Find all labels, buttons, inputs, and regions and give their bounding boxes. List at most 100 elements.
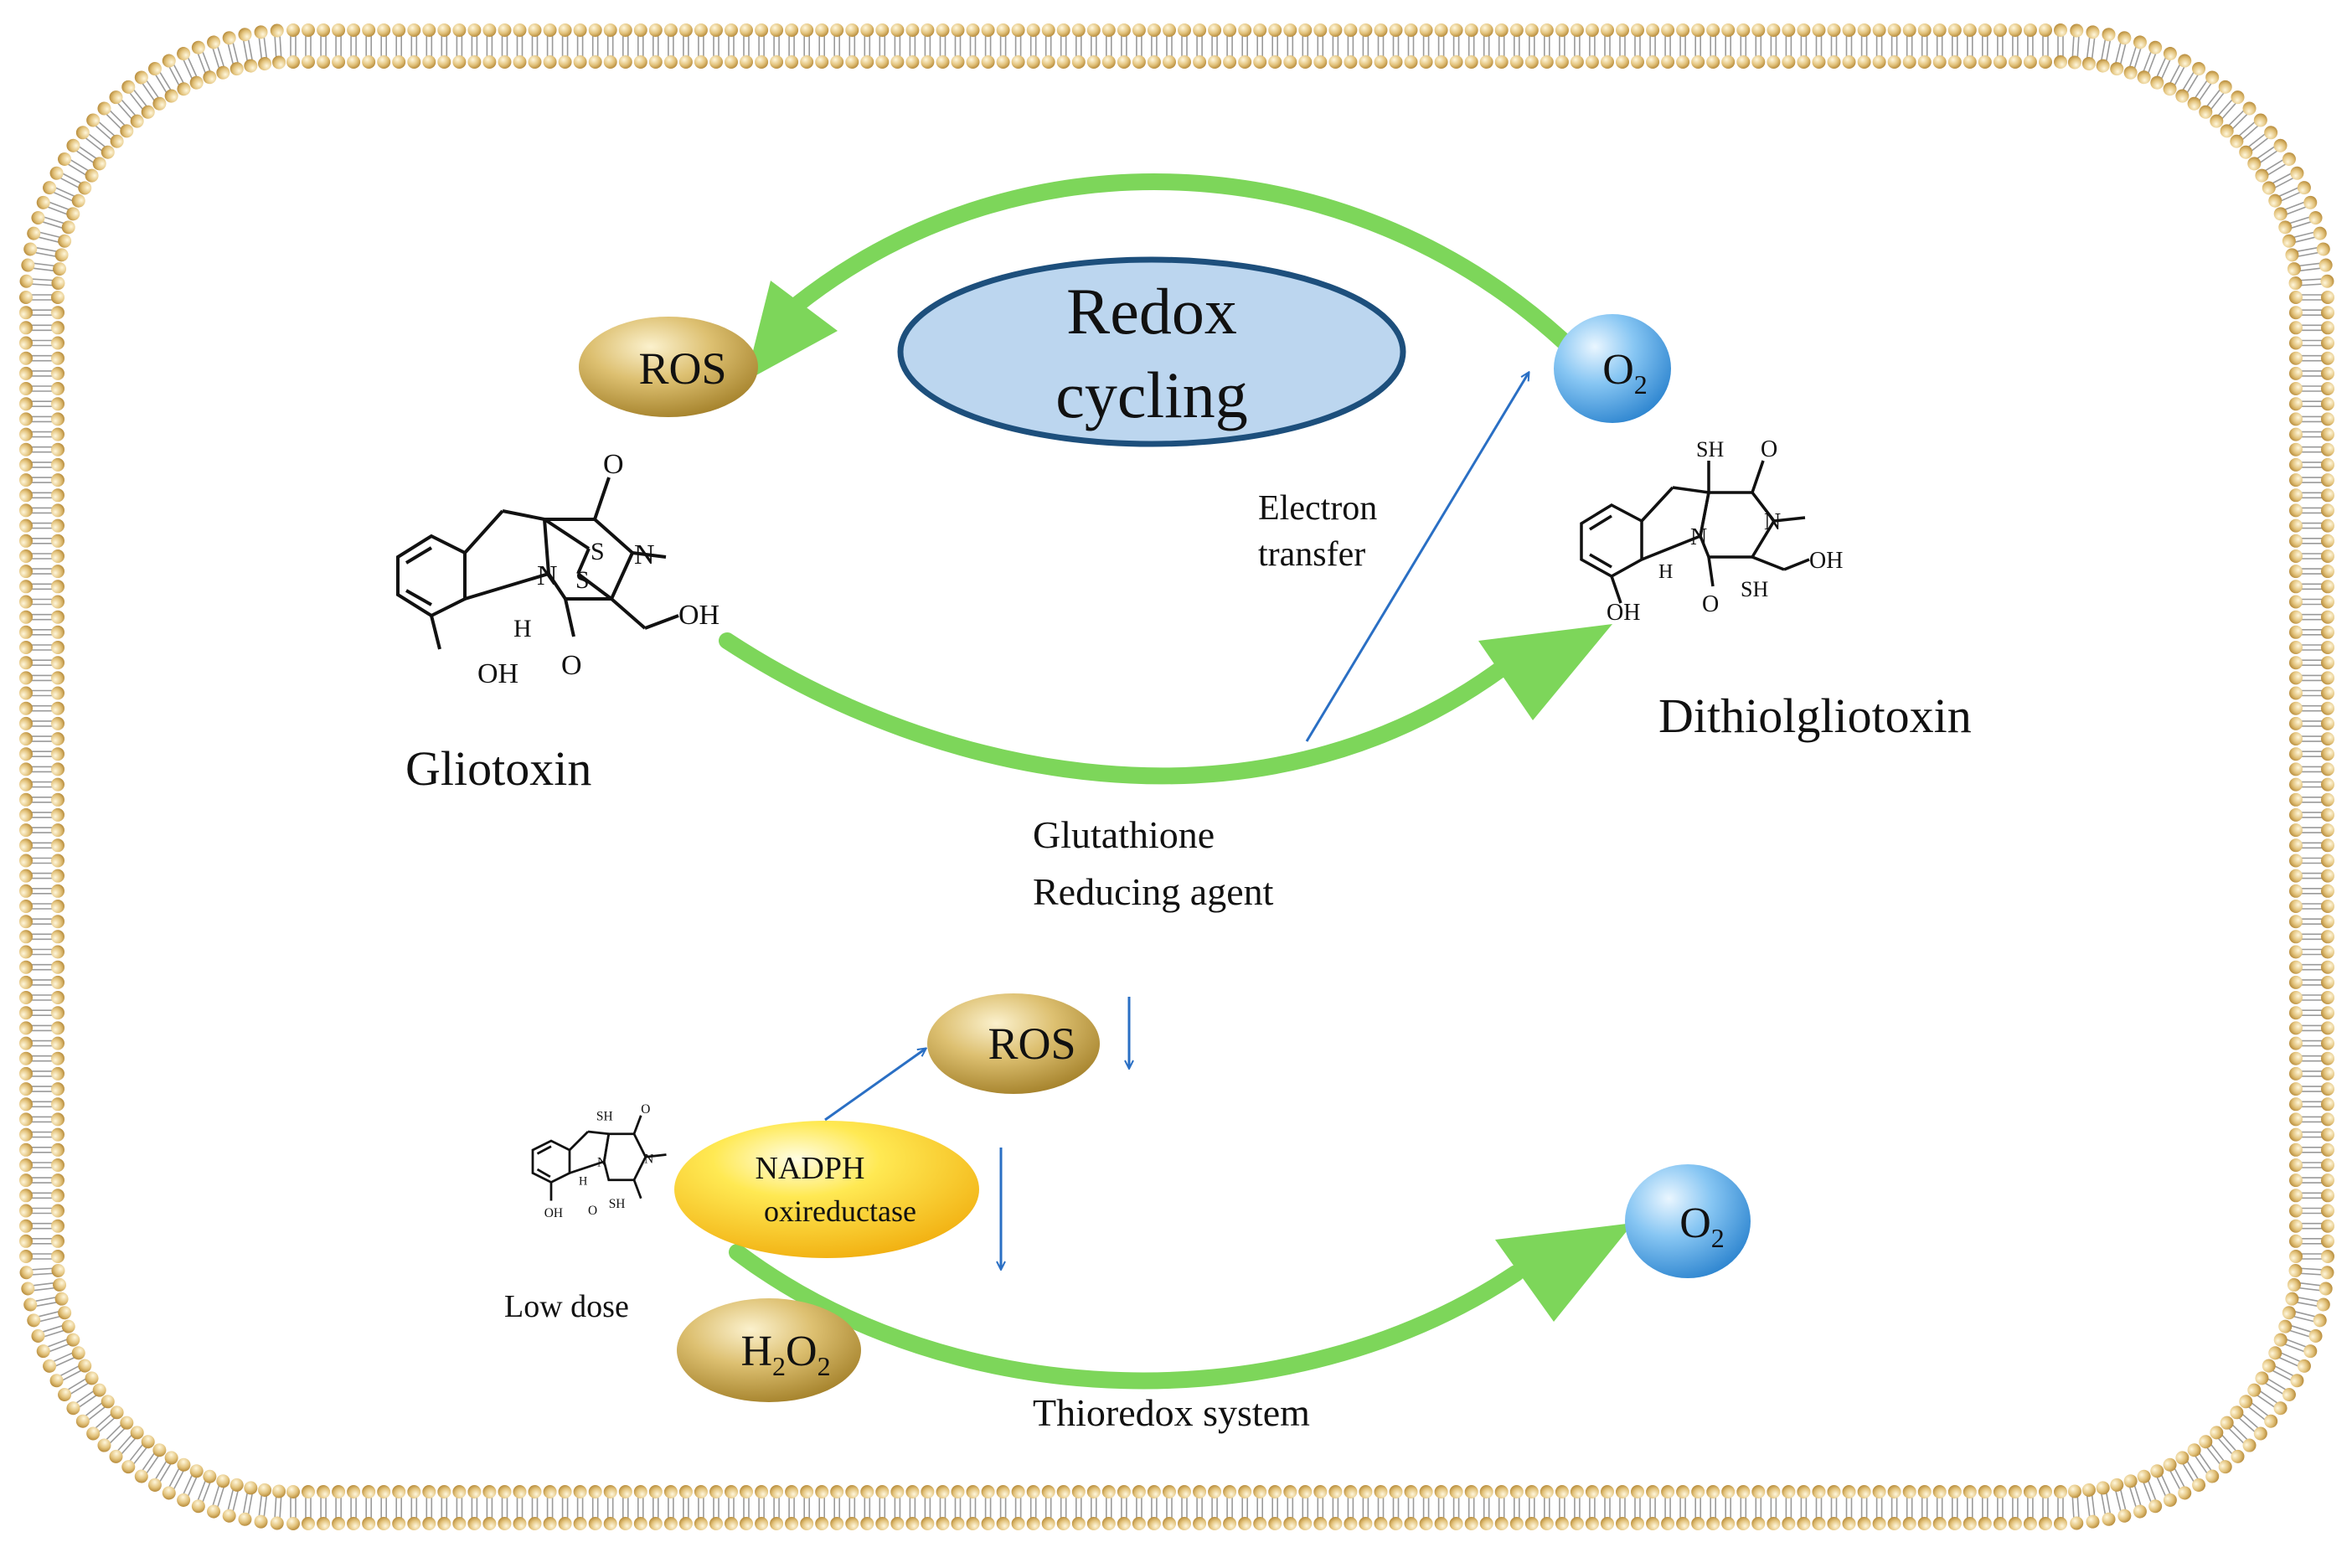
svg-text:SH: SH bbox=[1696, 437, 1724, 462]
svg-text:OH: OH bbox=[1607, 600, 1640, 626]
lipid-molecule bbox=[18, 549, 65, 564]
nadph-to-ros-arrow bbox=[824, 1049, 926, 1122]
lipid-molecule bbox=[678, 23, 694, 70]
lipid-molecule bbox=[2288, 320, 2335, 336]
lipid-molecule bbox=[920, 1484, 936, 1531]
lipid-molecule bbox=[18, 1188, 65, 1204]
lipid-molecule bbox=[632, 23, 648, 70]
lipid-molecule bbox=[1570, 1484, 1585, 1531]
lipid-molecule bbox=[1720, 1484, 1736, 1531]
lipid-molecule bbox=[1856, 23, 1872, 70]
lipid-molecule bbox=[1916, 23, 1932, 70]
dithiolgliotoxin-label: Dithiolgliotoxin bbox=[1658, 689, 1972, 743]
svg-text:OH: OH bbox=[544, 1206, 563, 1220]
lipid-molecule bbox=[512, 1484, 528, 1531]
lipid-molecule bbox=[1841, 1484, 1857, 1531]
lipid-molecule bbox=[18, 716, 65, 731]
lipid-molecule bbox=[1252, 1484, 1267, 1531]
lipid-molecule bbox=[1826, 1484, 1842, 1531]
lipid-molecule bbox=[572, 1484, 588, 1531]
lipid-molecule bbox=[2288, 594, 2335, 610]
lipid-molecule bbox=[2288, 655, 2335, 671]
svg-text:N: N bbox=[644, 1152, 653, 1166]
lipid-molecule bbox=[2288, 411, 2335, 427]
lipid-molecule bbox=[1555, 1484, 1570, 1531]
svg-text:SH: SH bbox=[596, 1109, 613, 1123]
svg-text:OH: OH bbox=[678, 600, 720, 631]
lipid-molecule bbox=[709, 1484, 724, 1531]
lipid-molecule bbox=[1388, 23, 1404, 70]
lipid-molecule bbox=[2288, 670, 2335, 686]
lipid-molecule bbox=[754, 23, 769, 70]
lipid-molecule bbox=[2288, 290, 2335, 305]
lipid-molecule bbox=[1675, 23, 1690, 70]
lipid-molecule bbox=[346, 23, 361, 70]
lipid-molecule bbox=[18, 1173, 65, 1188]
svg-text:OH: OH bbox=[477, 658, 518, 689]
lipid-molecule bbox=[2288, 396, 2335, 412]
lipid-molecule bbox=[587, 1484, 603, 1531]
lipid-molecule bbox=[2288, 899, 2335, 914]
lipid-molecule bbox=[1978, 1484, 1993, 1531]
reducing-agent-label: Reducing agent bbox=[1033, 870, 1274, 913]
lipid-molecule bbox=[754, 1484, 769, 1531]
svg-text:N: N bbox=[1690, 524, 1707, 550]
green-arrow-gliotoxin-to-dithiol bbox=[719, 624, 1612, 785]
lipid-molecule bbox=[269, 23, 287, 70]
green-arrow-thioredox-to-o2 bbox=[729, 1223, 1633, 1390]
lipid-molecule bbox=[1856, 1484, 1872, 1531]
lipid-molecule bbox=[2288, 944, 2335, 960]
lipid-molecule bbox=[18, 594, 65, 610]
lipid-molecule bbox=[920, 23, 936, 70]
lipid-molecule bbox=[1328, 23, 1344, 70]
redox-label: Redox bbox=[1066, 275, 1237, 348]
lipid-molecule bbox=[2288, 1050, 2335, 1066]
lipid-molecule bbox=[18, 1142, 65, 1158]
lipid-molecule bbox=[2288, 426, 2335, 442]
lipid-molecule bbox=[1660, 1484, 1675, 1531]
lipid-molecule bbox=[2216, 1412, 2260, 1456]
lipid-molecule bbox=[18, 1234, 65, 1249]
lipid-molecule bbox=[2288, 441, 2335, 457]
lipid-molecule bbox=[980, 23, 996, 70]
lipid-molecule bbox=[331, 1484, 346, 1531]
lipid-molecule bbox=[769, 1484, 784, 1531]
lipid-molecule bbox=[2288, 381, 2335, 396]
lipid-molecule bbox=[1615, 1484, 1630, 1531]
lipid-molecule bbox=[18, 776, 65, 792]
lipid-molecule bbox=[2288, 685, 2335, 701]
lipid-molecule bbox=[2288, 518, 2335, 534]
lipid-molecule bbox=[1705, 1484, 1720, 1531]
lipid-molecule bbox=[18, 853, 65, 869]
lipid-molecule bbox=[18, 381, 65, 396]
lipid-molecule bbox=[18, 807, 65, 823]
lipid-molecule bbox=[632, 1484, 648, 1531]
lipid-molecule bbox=[1901, 1484, 1917, 1531]
lipid-molecule bbox=[286, 23, 301, 70]
lipid-molecule bbox=[2288, 487, 2335, 503]
lipid-molecule bbox=[18, 472, 65, 487]
lipid-molecule bbox=[2288, 579, 2335, 595]
lipid-molecule bbox=[106, 87, 147, 132]
lipid-molecule bbox=[1403, 23, 1419, 70]
lipid-molecule bbox=[1478, 23, 1494, 70]
svg-text:SH: SH bbox=[609, 1197, 626, 1211]
lipid-molecule bbox=[859, 1484, 875, 1531]
lipid-molecule bbox=[2288, 929, 2335, 945]
lipid-molecule bbox=[1947, 23, 1963, 70]
lipid-molecule bbox=[2288, 990, 2335, 1005]
lipid-molecule bbox=[18, 533, 65, 549]
lipid-molecule bbox=[2288, 807, 2335, 823]
lipid-molecule bbox=[694, 1484, 709, 1531]
lipid-molecule bbox=[331, 23, 346, 70]
lipid-molecule bbox=[1720, 23, 1736, 70]
lipid-molecule bbox=[18, 640, 65, 655]
lipid-molecule bbox=[1751, 23, 1767, 70]
svg-text:H: H bbox=[579, 1174, 587, 1188]
lipid-molecule bbox=[391, 1484, 407, 1531]
lipid-molecule bbox=[2008, 23, 2023, 70]
lipid-molecule bbox=[2288, 1234, 2335, 1249]
lipid-molecule bbox=[1901, 23, 1917, 70]
lipid-molecule bbox=[18, 1158, 65, 1173]
lipid-molecule bbox=[482, 1484, 498, 1531]
